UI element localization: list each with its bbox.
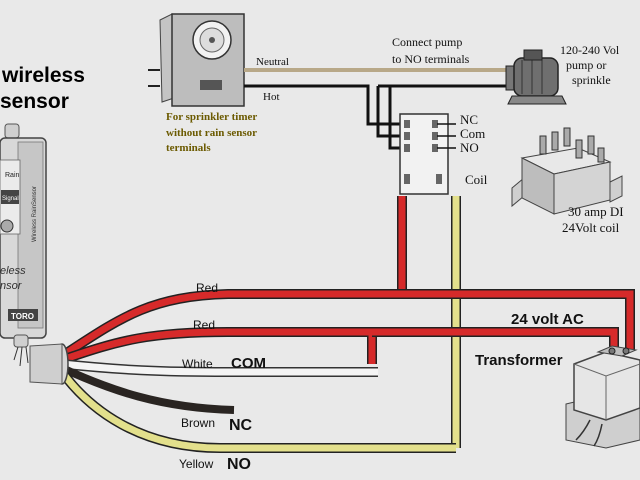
pump-junction-box (523, 49, 543, 61)
low-voltage-wiring (29, 196, 635, 453)
relay-com-wire (376, 86, 402, 138)
transformer-terminal-screw-2 (622, 347, 630, 355)
sensor-device: Rain Signal Wireless RainSensor eless ns… (0, 64, 85, 367)
ac-voltage-label: 24 volt AC (511, 311, 584, 328)
relay-coil-terminal-left (404, 174, 410, 184)
pump-motor (505, 49, 567, 105)
sensor-rain-label: Rain (5, 172, 20, 179)
transformer-terminal-screw-1 (608, 347, 616, 355)
sensor-brand-line2: nsor (0, 280, 23, 292)
line-voltage-wiring (244, 68, 508, 150)
relay-no-wire (388, 86, 402, 150)
sensor-brand-line1: eless (0, 265, 26, 277)
transformer-primary-leads (575, 419, 603, 447)
relay-schematic (399, 113, 456, 195)
red-wire-2-right (372, 328, 618, 350)
pump-voltage-line3: sprinkle (572, 73, 611, 87)
relay-spade-6 (597, 147, 605, 163)
sensor-wire-stubs (13, 346, 29, 367)
relay-terminal-com-right (432, 132, 438, 140)
sensor-signal-panel (1, 190, 19, 204)
brown-wire-label: Brown (181, 416, 215, 430)
yellow-wire (59, 369, 456, 452)
hot-label: Hot (263, 91, 280, 103)
sensor-signal-label: Signal (2, 196, 19, 202)
relay-terminal-no-left (404, 144, 410, 152)
red-wire-2 (60, 328, 376, 364)
sensor-top-tab (4, 123, 20, 139)
timer-terminal-block (200, 80, 222, 90)
sensor-side-panel (17, 141, 44, 329)
white-wire-label: White (182, 357, 213, 371)
pump-body (513, 57, 559, 97)
yellow-wire-label: Yellow (179, 457, 214, 471)
sensor-title-line1: wireless (1, 64, 85, 87)
sprinkler-timer (148, 13, 245, 107)
relay-terminal-nc-left (404, 120, 410, 128)
nc-terminal-label: NC (229, 417, 253, 434)
timer-note-line3: terminals (166, 142, 211, 154)
cable-jacket (29, 343, 63, 385)
red-wire-1-label: Red (196, 281, 218, 295)
connect-pump-line1: Connect pump (392, 35, 462, 49)
timer-note-line1: For sprinkler timer (166, 111, 257, 123)
com-terminal-label: COM (231, 355, 266, 372)
pump-voltage-line2: pump or (566, 58, 606, 72)
relay-coil-label: Coil (465, 172, 488, 187)
relay-mount-flange-right (609, 175, 623, 203)
relay-nc-label: NC (460, 112, 478, 127)
white-wire (61, 360, 378, 376)
toro-logo-text: TORO (11, 312, 34, 321)
red-wire-1 (60, 290, 634, 359)
relay-terminal-no-right (432, 144, 438, 152)
relay-terminal-com-left (404, 132, 410, 140)
brown-wire (60, 364, 235, 414)
relay-spade-5 (587, 135, 595, 155)
sensor-bottom-tab (13, 334, 29, 348)
relay-spade-4 (575, 139, 583, 159)
yellow-wire-outline (57, 369, 456, 453)
transformer-label: Transformer (475, 352, 563, 369)
relay-rating-line2: 24Volt coil (562, 220, 620, 235)
relay-rating-line1: 30 amp DI (568, 204, 624, 219)
relay-spade-3 (563, 127, 571, 147)
timer-note-line2: without rain sensor (166, 127, 257, 139)
relay-illustration (511, 127, 623, 215)
red-wire-2-label: Red (193, 318, 215, 332)
pump-voltage-line1: 120-240 Vol (560, 43, 620, 57)
toro-logo (8, 309, 38, 321)
relay-coil-terminal-right (436, 174, 442, 184)
relay-terminal-nc-right (432, 120, 438, 128)
pump-base (507, 95, 567, 105)
sensor-side-text: Wireless RainSensor (32, 186, 38, 242)
connect-pump-line2: to NO terminals (392, 52, 470, 66)
hot-wire (244, 84, 402, 126)
relay-spade-2 (551, 131, 559, 151)
timer-dial-hub (209, 37, 215, 43)
relay-no-label: NO (460, 140, 479, 155)
transformer-body (573, 351, 640, 421)
no-terminal-label: NO (227, 456, 251, 473)
sensor-title-line2: sensor (0, 90, 69, 113)
sensor-button-icon (0, 219, 14, 233)
relay-com-label: Com (460, 126, 485, 141)
neutral-label: Neutral (256, 56, 289, 68)
relay-spade-1 (539, 135, 547, 155)
transformer (565, 345, 640, 449)
